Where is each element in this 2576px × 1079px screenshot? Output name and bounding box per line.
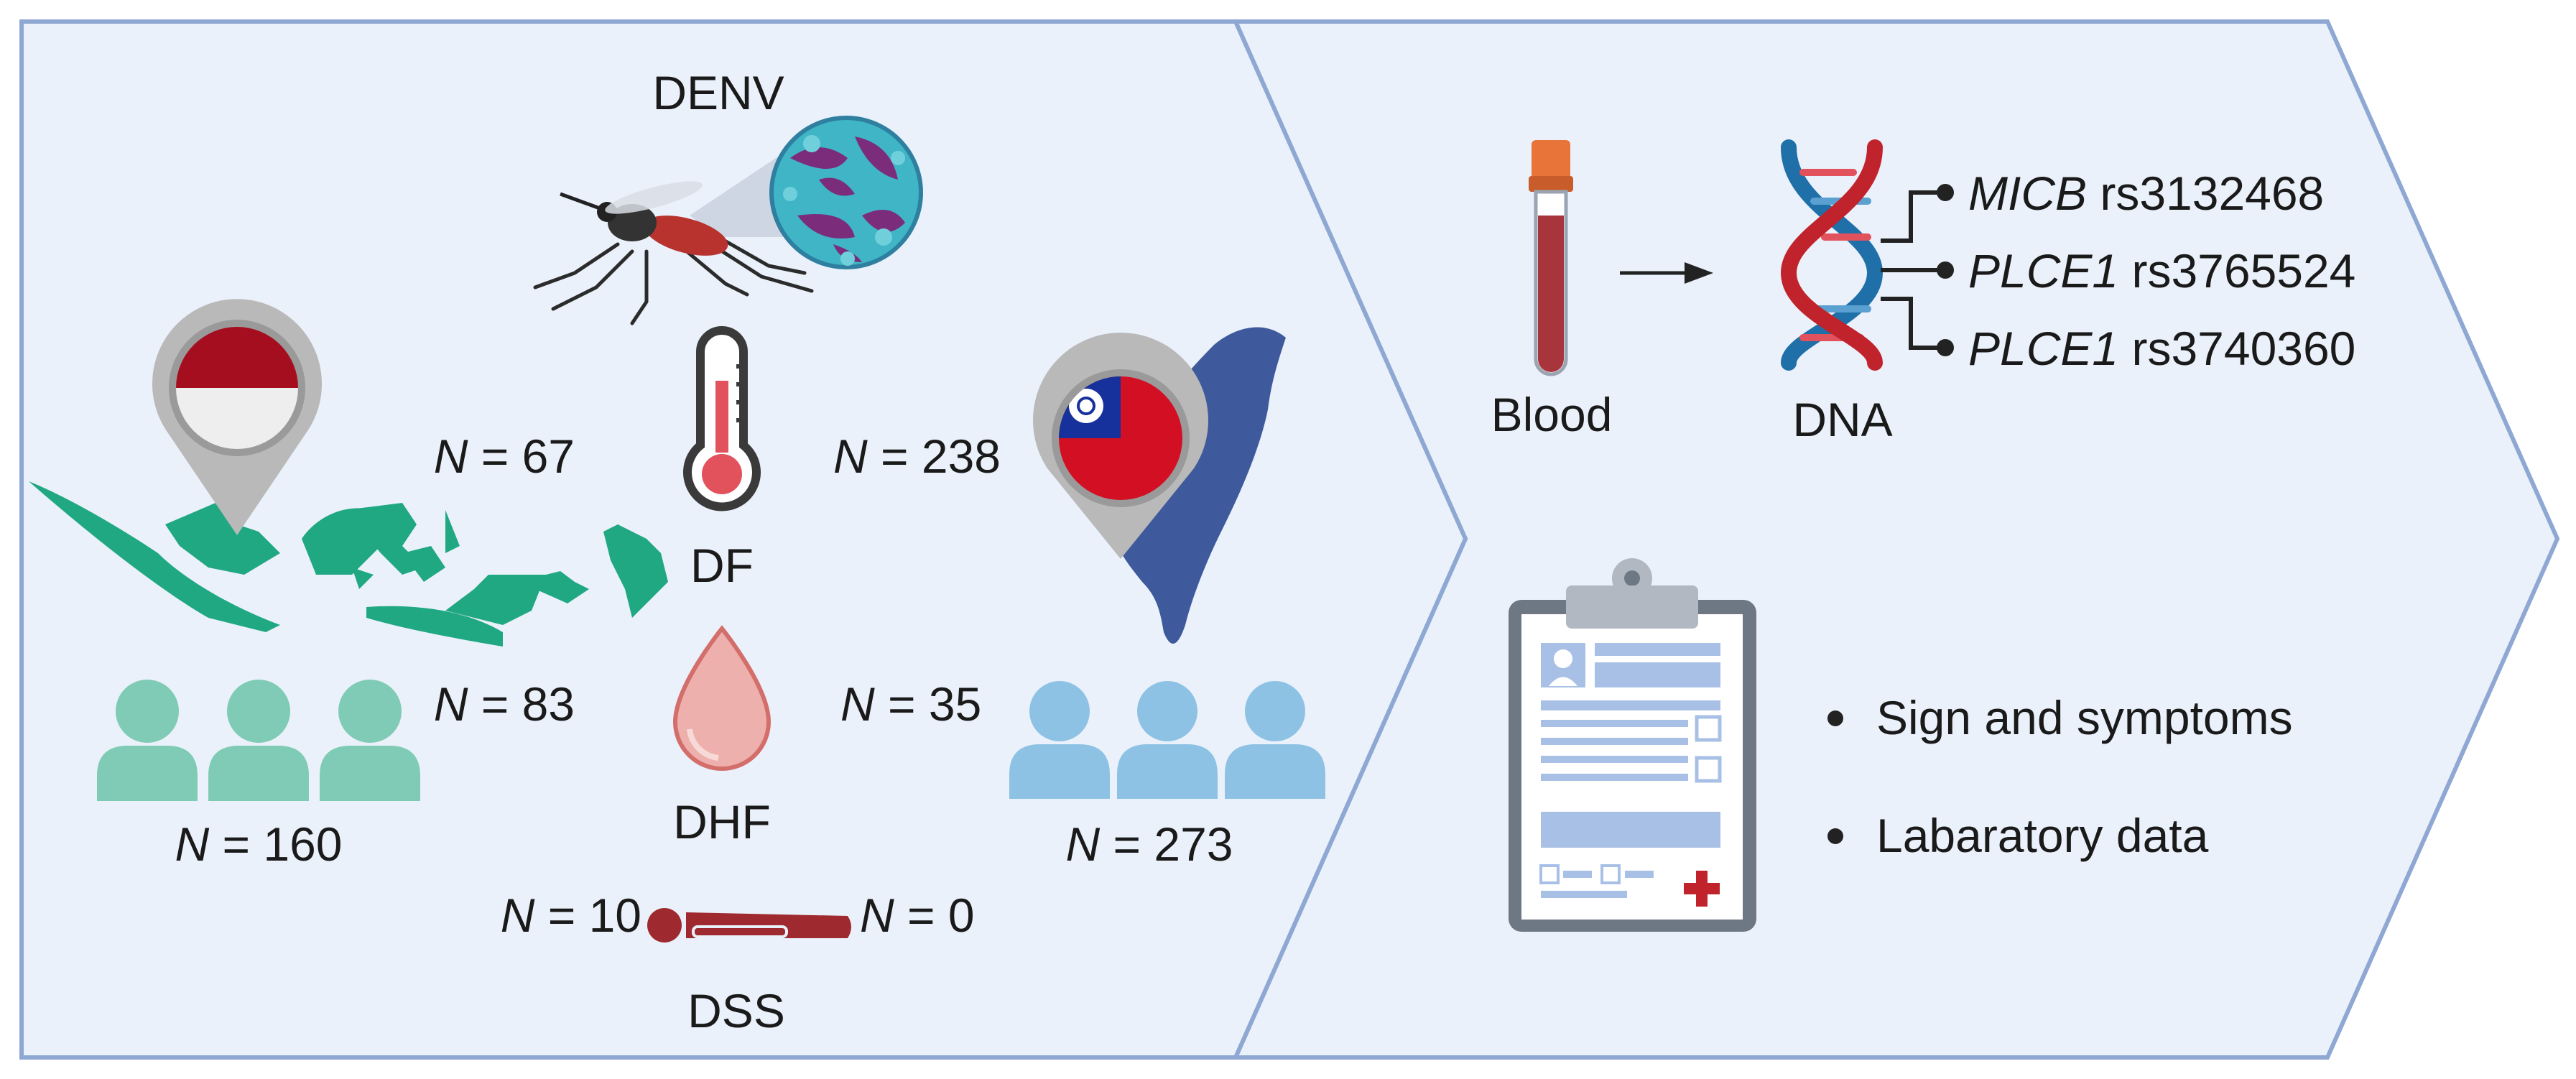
blood-tube-icon [1529,140,1573,376]
clinical-item-1: Sign and symptoms [1876,691,2293,744]
arrow-icon [1620,262,1713,284]
indonesia-map-icon [29,481,668,647]
taiwan-location-pin-icon [1032,333,1208,559]
dna-helix-icon [1780,139,1884,371]
indonesia-total-n: N = 160 [175,818,342,871]
snp-bracket-icon [1881,190,1943,350]
snp-2: PLCE1 rs3765524 [1968,244,2355,297]
indonesia-dss-n: N = 10 [501,889,641,942]
indonesia-df-n: N = 67 [434,430,575,483]
clinical-item-2: Labaratory data [1876,809,2209,862]
indonesia-dhf-n: N = 83 [434,677,575,731]
indonesia-location-pin-icon [152,299,322,535]
patient-lying-icon [647,908,851,943]
virus-label: DENV [652,66,784,119]
taiwan-dss-n: N = 0 [860,889,975,942]
snp-3: PLCE1 rs3740360 [1968,322,2355,375]
dna-label: DNA [1792,393,1892,446]
snp-1: MICB rs3132468 [1968,167,2324,220]
bullet-1 [1827,710,1843,726]
taiwan-map-icon [1106,327,1286,644]
taiwan-total-n: N = 273 [1065,818,1233,871]
snp-dots [1937,184,1954,356]
bullet-2 [1827,828,1843,844]
virus-particle-icon [769,116,923,269]
category-df-label: DF [690,539,754,592]
category-dhf-label: DHF [673,795,771,848]
blood-drop-icon [672,625,772,771]
blood-label: Blood [1491,388,1613,441]
category-dss-label: DSS [687,984,785,1037]
clipboard-icon [1509,558,1756,932]
indonesia-patients-icon [97,680,420,801]
thermometer-icon [683,326,761,511]
taiwan-dhf-n: N = 35 [840,677,981,731]
taiwan-patients-icon [1009,681,1325,799]
taiwan-df-n: N = 238 [833,430,1001,483]
